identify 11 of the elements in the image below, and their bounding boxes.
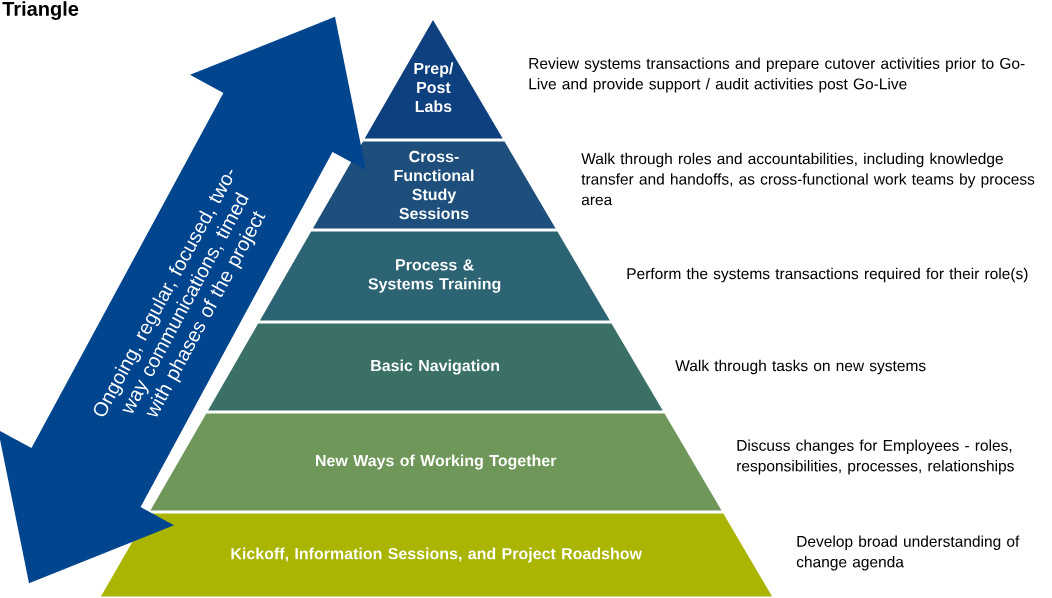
pyramid-layer: Prep/ Post Labs (364, 20, 503, 139)
description-text: Perform the systems transactions required for their role(s) (627, 267, 1028, 283)
description-text: Walk through tasks on new systems (675, 359, 926, 375)
pyramid-layer: Process & Systems Training (259, 231, 610, 321)
description-text: Discuss changes for Employees - roles, responsibilities, processes, relationships (737, 439, 1014, 475)
description-text: Review systems transactions and prepare cutover activities prior to Go-Live and provide support / audit activities post Go-Live (529, 57, 1025, 93)
description-text: Walk through roles and accountabilities, including knowledge transfer and handoffs, as cross-functional work teams by process area (581, 152, 1035, 206)
pyramid-layer: Basic Navigation (208, 323, 663, 411)
description-text: Develop broad understanding of change agenda (796, 535, 1020, 571)
pyramid-layer: Kickoff, Information Sessions, and Project Roadshow (100, 513, 773, 597)
pyramid-layer: Cross-Functional Study Sessions (312, 141, 556, 229)
